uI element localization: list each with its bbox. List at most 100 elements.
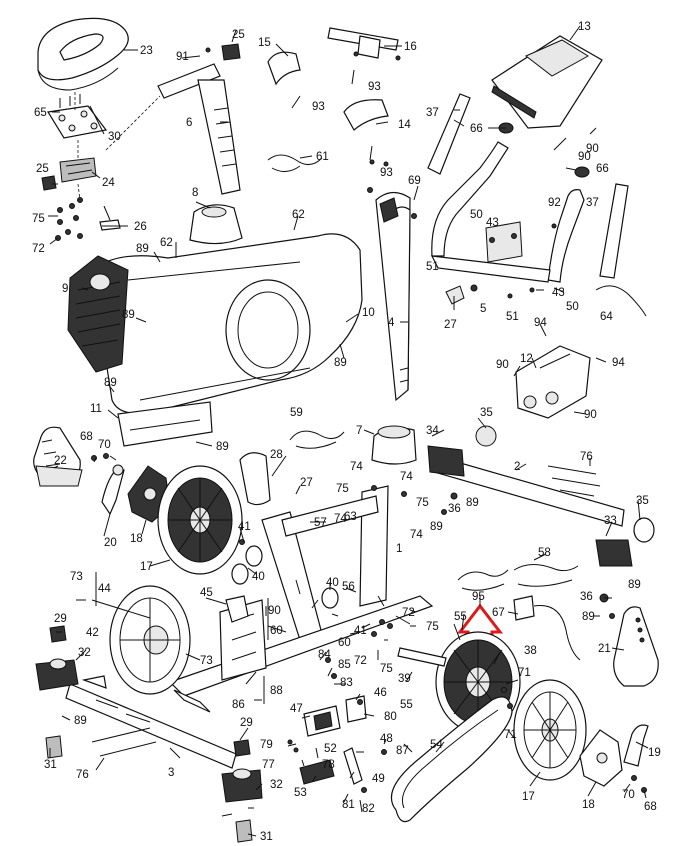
callout-93a: 93 xyxy=(368,81,381,93)
callout-16: 16 xyxy=(404,41,417,53)
callout-53: 53 xyxy=(294,787,307,799)
callout-17b: 17 xyxy=(522,791,535,803)
callout-85: 85 xyxy=(338,659,351,671)
callout-86: 86 xyxy=(232,699,245,711)
seat-screws xyxy=(55,94,83,241)
callout-4: 4 xyxy=(388,317,395,329)
callout-27a: 27 xyxy=(444,319,457,331)
callout-71a: 71 xyxy=(518,667,531,679)
knob-29b xyxy=(233,739,251,757)
leader-lines xyxy=(48,25,649,837)
callout-18a: 18 xyxy=(130,533,143,545)
callout-67: 67 xyxy=(492,607,505,619)
callout-48: 48 xyxy=(380,733,393,745)
callout-34: 34 xyxy=(426,425,439,437)
callout-74b: 74 xyxy=(400,471,413,483)
callout-59: 59 xyxy=(290,407,303,419)
callout-29b: 29 xyxy=(240,717,253,729)
callout-58: 58 xyxy=(538,547,551,559)
callout-61: 61 xyxy=(316,151,329,163)
seat-clamp xyxy=(41,175,57,191)
callout-52: 52 xyxy=(324,743,337,755)
handlebar-grip-37a xyxy=(427,93,471,175)
callout-74d: 74 xyxy=(410,529,423,541)
axle-44 xyxy=(91,599,151,619)
callout-25a: 25 xyxy=(232,29,245,41)
callout-35a: 35 xyxy=(480,407,493,419)
callout-92: 92 xyxy=(548,197,561,209)
seat-knob xyxy=(99,205,121,231)
callout-51a: 51 xyxy=(426,261,439,273)
callout-50b: 50 xyxy=(566,301,579,313)
callout-40b: 40 xyxy=(326,577,339,589)
wire-64 xyxy=(595,285,647,317)
callout-43b: 43 xyxy=(552,287,565,299)
callout-3: 3 xyxy=(168,767,174,779)
callout-45: 45 xyxy=(200,587,213,599)
callout-89h: 89 xyxy=(628,579,641,591)
callout-70b: 70 xyxy=(622,789,635,801)
seat-carriage xyxy=(59,157,97,183)
callout-5: 5 xyxy=(480,303,486,315)
callout-94b: 94 xyxy=(612,357,625,369)
callout-89f: 89 xyxy=(430,521,443,533)
callout-39: 39 xyxy=(398,673,411,685)
callout-63: 63 xyxy=(344,511,357,523)
lever-49 xyxy=(343,747,363,785)
callout-83: 83 xyxy=(340,677,353,689)
bolts-76-right xyxy=(547,465,601,497)
callout-40a: 40 xyxy=(252,571,265,583)
bushing-28 xyxy=(239,452,271,506)
callout-32a: 32 xyxy=(78,647,91,659)
callout-labels: 1 2 3 4 5 6 7 8 9 10 11 12 13 14 15 16 1… xyxy=(32,21,661,843)
callout-13: 13 xyxy=(578,21,591,33)
pulse-sensor-27 xyxy=(445,285,465,305)
callout-20: 20 xyxy=(104,537,117,549)
magnet-bracket-53 xyxy=(299,759,335,785)
callout-76a: 76 xyxy=(580,451,593,463)
callout-89i: 89 xyxy=(582,611,595,623)
callout-75c: 75 xyxy=(416,497,429,509)
adapter-67 xyxy=(513,595,581,661)
pulley-18b xyxy=(579,729,623,787)
callout-72b: 72 xyxy=(402,607,415,619)
callout-31b: 31 xyxy=(260,831,273,843)
callout-75a: 75 xyxy=(32,213,45,225)
callout-66b: 66 xyxy=(596,163,609,175)
foot-31a xyxy=(45,735,63,759)
callout-90c: 90 xyxy=(496,359,509,371)
callout-43a: 43 xyxy=(486,217,499,229)
callout-70a: 70 xyxy=(98,439,111,451)
callout-26: 26 xyxy=(134,221,147,233)
callout-42: 42 xyxy=(86,627,99,639)
callout-50a: 50 xyxy=(470,209,483,221)
callout-41a: 41 xyxy=(238,521,251,533)
callout-82: 82 xyxy=(362,803,375,815)
callout-51b: 51 xyxy=(506,311,519,323)
callout-90b: 90 xyxy=(586,143,599,155)
callout-27b: 27 xyxy=(300,477,313,489)
callout-29a: 29 xyxy=(54,613,67,625)
callout-54: 54 xyxy=(430,739,443,751)
callout-93c: 93 xyxy=(380,167,393,179)
callout-41b: 41 xyxy=(354,625,367,637)
callout-60a: 60 xyxy=(270,625,283,637)
shroud-base-11 xyxy=(117,401,213,447)
callout-84: 84 xyxy=(318,649,331,661)
callout-89c: 89 xyxy=(334,357,347,369)
upright-post xyxy=(375,191,411,402)
callout-2: 2 xyxy=(514,461,520,473)
callout-21: 21 xyxy=(598,643,611,655)
endcap-32a xyxy=(35,658,79,691)
seat-post-boot-8 xyxy=(189,204,243,245)
callout-75d: 75 xyxy=(426,621,439,633)
callout-95: 95 xyxy=(472,591,485,603)
callout-9: 9 xyxy=(62,283,68,295)
callout-56: 56 xyxy=(342,581,355,593)
callout-74c: 74 xyxy=(334,513,347,525)
callout-62b: 62 xyxy=(160,237,173,249)
callout-10: 10 xyxy=(362,307,375,319)
callout-60b: 60 xyxy=(338,637,351,649)
callout-47: 47 xyxy=(290,703,303,715)
